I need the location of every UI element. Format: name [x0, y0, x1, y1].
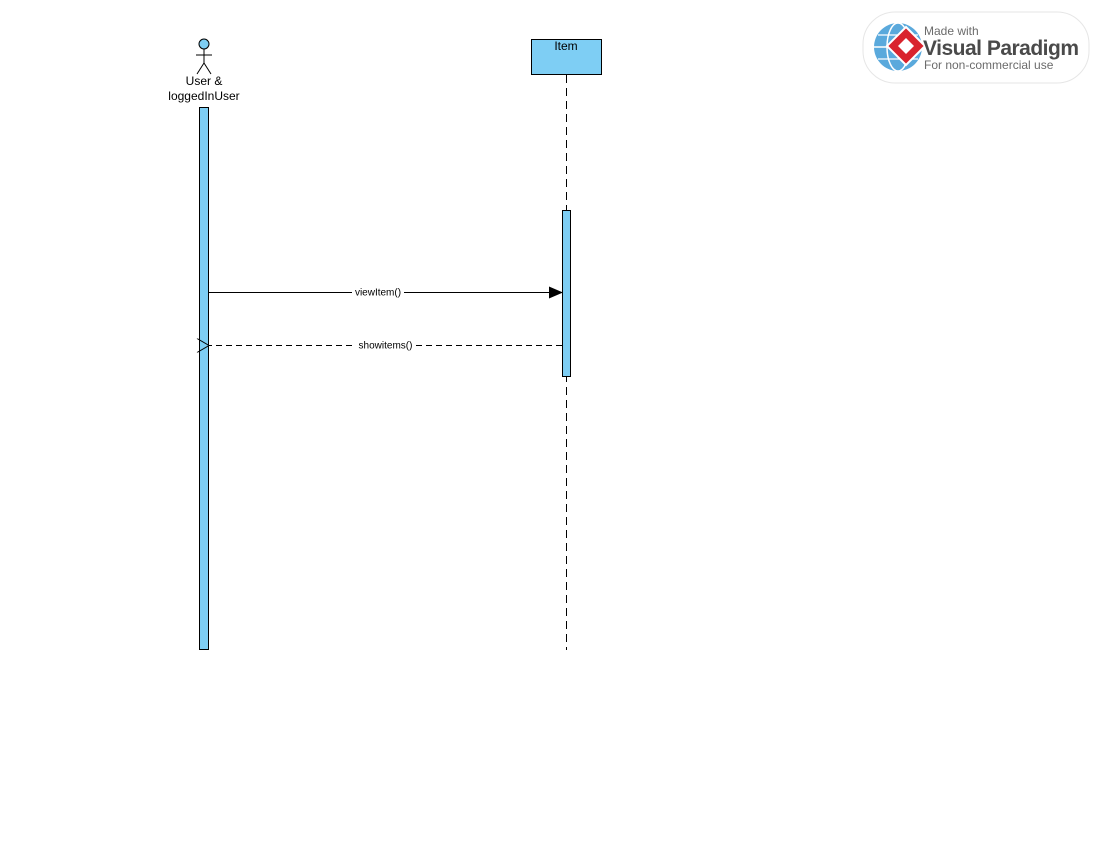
watermark-line2: Visual Paradigm	[923, 37, 1079, 60]
message-showitems-label-bg	[355, 338, 416, 351]
lifeline-item-name: Item	[554, 39, 577, 53]
watermark-line3: For non-commercial use	[924, 58, 1054, 72]
actor-name-line1: User &	[186, 74, 223, 88]
visual-paradigm-logo-icon	[874, 22, 927, 72]
watermark-line1: Made with	[924, 24, 979, 38]
message-viewitem-label-bg	[352, 285, 404, 298]
message-viewitem-label: viewItem()	[355, 288, 401, 299]
lifeline-item-activation-bar[interactable]	[562, 210, 571, 377]
lifeline-item-head[interactable]	[531, 39, 602, 75]
actor-user-icon[interactable]	[196, 38, 212, 75]
actor-activation-bar[interactable]	[199, 107, 209, 650]
watermark-badge: Made with Visual Paradigm For non-commer…	[862, 11, 1090, 84]
message-showitems-label: showitems()	[359, 341, 413, 352]
actor-name-line2: loggedInUser	[168, 89, 239, 103]
